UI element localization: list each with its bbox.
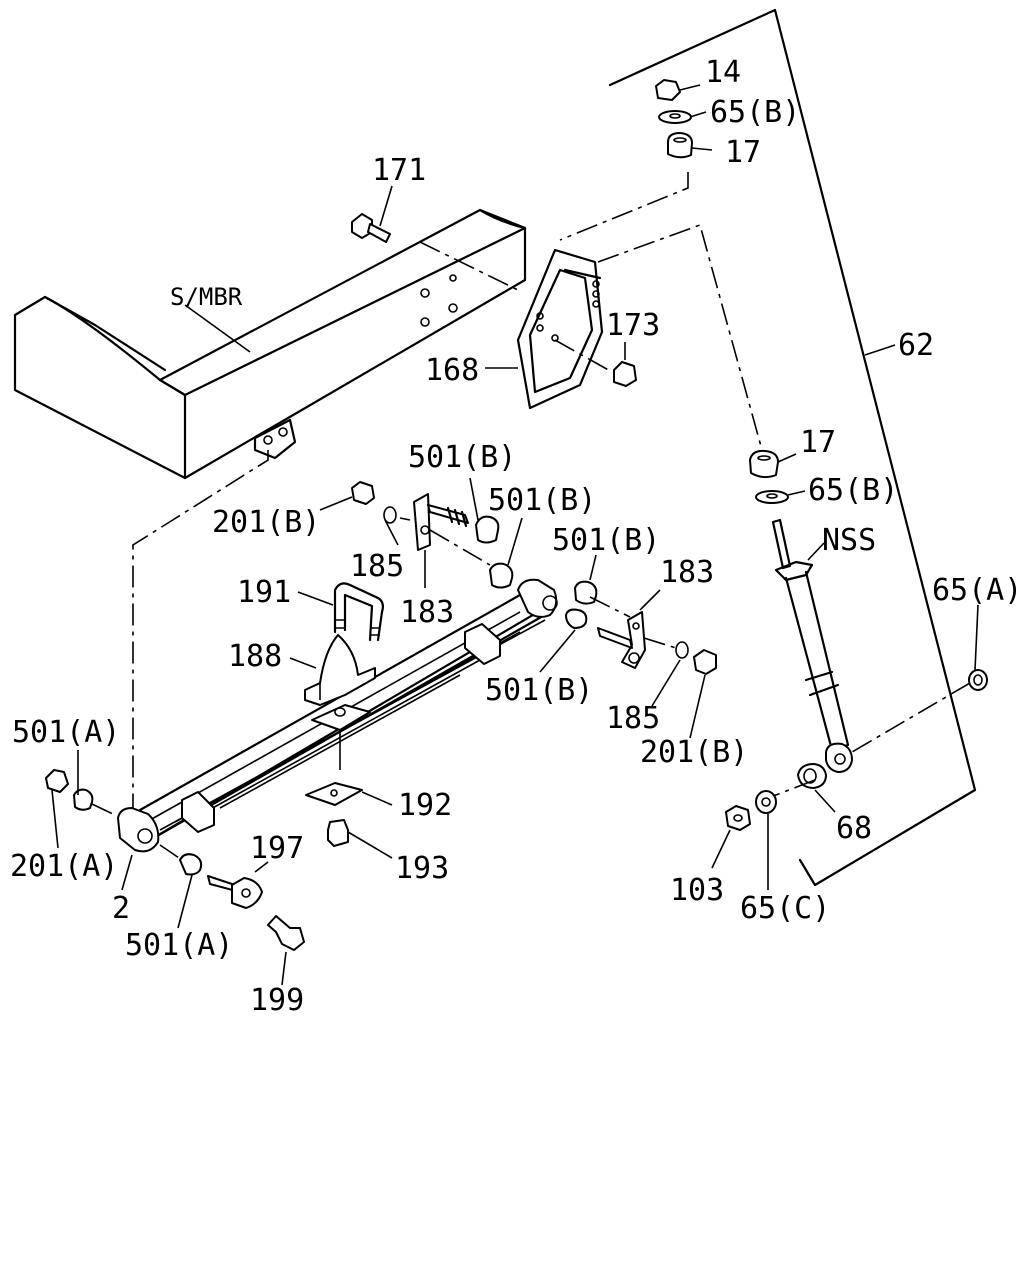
label-14: 14 bbox=[705, 55, 741, 90]
label-183-1: 183 bbox=[400, 595, 454, 630]
shock-top-parts bbox=[655, 79, 693, 159]
label-68: 68 bbox=[836, 811, 872, 846]
label-62: 62 bbox=[898, 328, 934, 363]
center-bolt bbox=[311, 704, 371, 770]
label-65b-top: 65(B) bbox=[710, 95, 800, 130]
leaf-spring bbox=[117, 578, 558, 853]
bolt-171 bbox=[351, 213, 391, 243]
shock-bushing-mid bbox=[749, 449, 789, 504]
label-65c: 65(C) bbox=[740, 891, 830, 926]
label-201b-2: 201(B) bbox=[640, 735, 748, 770]
label-nss: NSS bbox=[822, 523, 876, 558]
label-197: 197 bbox=[250, 831, 304, 866]
label-201b-1: 201(B) bbox=[212, 505, 320, 540]
label-65b-mid: 65(B) bbox=[808, 473, 898, 508]
label-501b-2: 501(B) bbox=[488, 483, 596, 518]
bracket-168 bbox=[516, 248, 604, 410]
label-201a: 201(A) bbox=[10, 849, 118, 884]
label-501b-3: 501(B) bbox=[552, 523, 660, 558]
label-191: 191 bbox=[237, 575, 291, 610]
label-199: 199 bbox=[250, 983, 304, 1018]
label-501b-1: 501(B) bbox=[408, 440, 516, 475]
label-65a: 65(A) bbox=[932, 573, 1022, 608]
bushing-68 bbox=[797, 763, 827, 789]
washer-65c bbox=[755, 790, 777, 814]
label-183-2: 183 bbox=[660, 555, 714, 590]
label-2: 2 bbox=[112, 891, 130, 926]
label-17-top: 17 bbox=[725, 135, 761, 170]
label-103: 103 bbox=[670, 873, 724, 908]
front-hanger bbox=[45, 769, 305, 951]
nut-193 bbox=[327, 819, 349, 847]
label-168: 168 bbox=[425, 353, 479, 388]
label-192: 192 bbox=[398, 788, 452, 823]
group-outline-62 bbox=[608, 8, 977, 887]
shock-absorber bbox=[771, 518, 853, 773]
label-501a-2: 501(A) bbox=[125, 928, 233, 963]
label-501b-4: 501(B) bbox=[485, 673, 593, 708]
shackle-upper bbox=[351, 481, 514, 589]
nut-103 bbox=[725, 805, 751, 831]
label-17-mid: 17 bbox=[800, 425, 836, 460]
label-173: 173 bbox=[606, 308, 660, 343]
washer-65a bbox=[968, 669, 988, 691]
label-s-mbr: S/MBR bbox=[170, 283, 243, 311]
label-188: 188 bbox=[228, 639, 282, 674]
nut-173 bbox=[613, 342, 637, 387]
spring-seat-188 bbox=[304, 634, 376, 706]
u-bolt-191 bbox=[333, 582, 384, 642]
label-185-2: 185 bbox=[606, 701, 660, 736]
label-171: 171 bbox=[372, 153, 426, 188]
plate-192 bbox=[305, 782, 363, 806]
label-501a-1: 501(A) bbox=[12, 715, 120, 750]
label-185-1: 185 bbox=[350, 549, 404, 584]
side-member bbox=[13, 208, 527, 480]
label-193: 193 bbox=[395, 851, 449, 886]
shackle-lower bbox=[565, 580, 717, 675]
